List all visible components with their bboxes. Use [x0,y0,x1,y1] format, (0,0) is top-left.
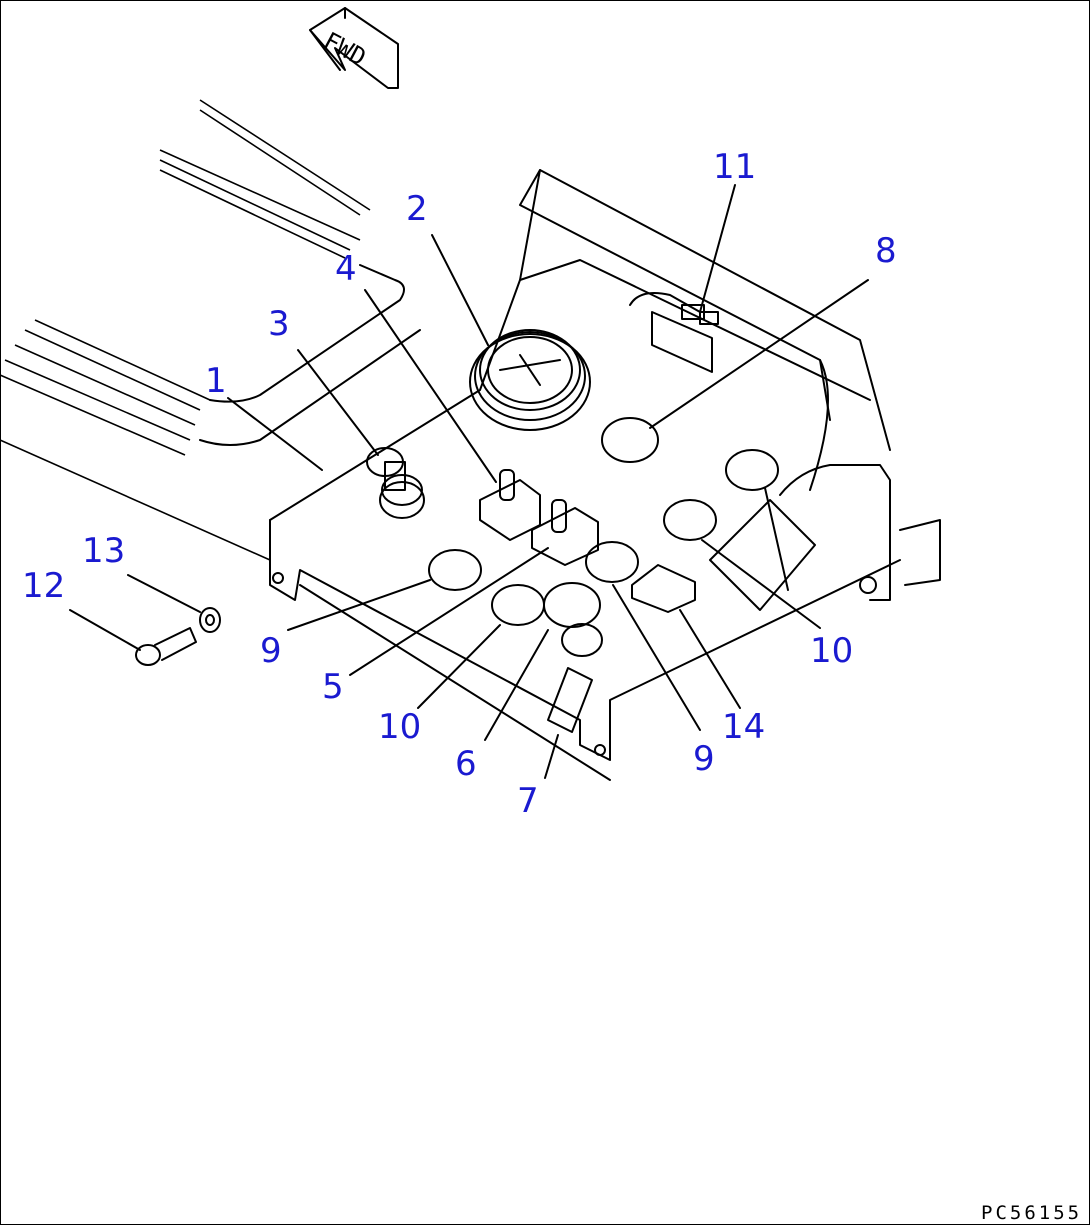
bolt-icon [135,627,197,666]
callout-3: 3 [268,304,290,344]
label-plate-icon [547,667,593,733]
callout-14: 14 [722,707,765,747]
forward-arrow-icon: FWD [309,7,399,89]
indicator-lamp-icon [631,564,696,613]
drawing-code: PC56155 [981,1202,1082,1224]
callout-4: 4 [335,249,357,289]
callout-6: 6 [455,744,477,784]
callout-7: 7 [517,781,539,821]
washer-icon [199,607,221,633]
callout-5: 5 [322,667,344,707]
knob-icon [543,582,603,657]
callout-10b: 10 [810,631,853,671]
callout-11: 11 [713,147,756,187]
callout-10a: 10 [378,707,421,747]
callout-9b: 9 [693,739,715,779]
label-film-icon [709,499,816,611]
callout-9a: 9 [260,631,282,671]
callout-13: 13 [82,531,125,571]
sensor-icon [629,292,719,373]
callout-8: 8 [875,231,897,271]
leader-lines [69,184,869,779]
callout-1: 1 [205,361,227,401]
cab-rails [0,99,421,561]
gauge-icon [469,329,591,431]
key-switch-icon [366,447,425,519]
callout-12: 12 [22,566,65,606]
callout-2: 2 [406,189,428,229]
monitor-panel [269,169,941,781]
toggle-switch-icon [531,499,599,566]
fwd-label: FWD [319,27,370,72]
callouts: 1 2 3 4 5 6 7 8 9 9 10 10 11 12 13 14 [22,147,897,821]
toggle-switch-icon [479,469,541,541]
